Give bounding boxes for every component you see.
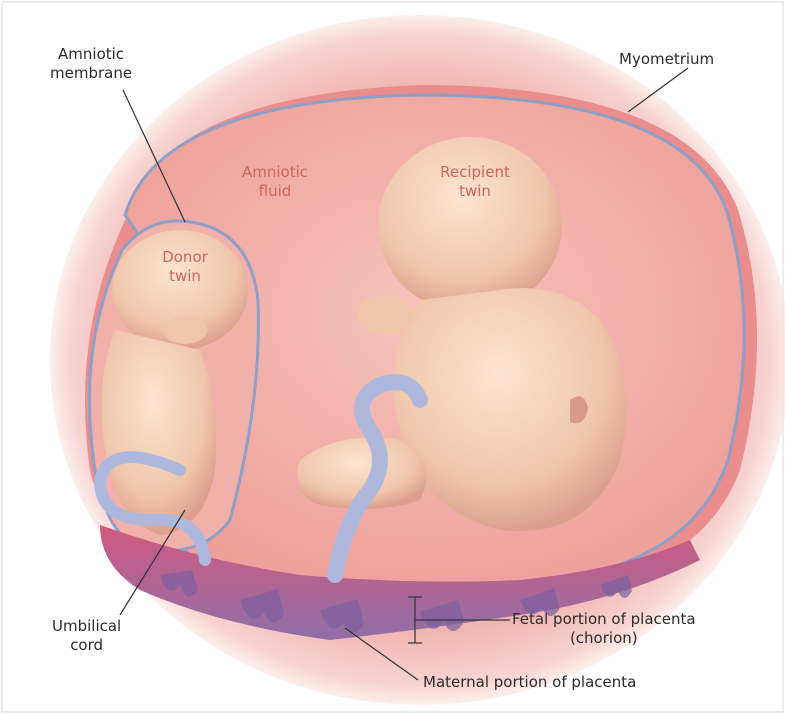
label-amniotic-membrane-line1: Amniotic (50, 45, 132, 64)
label-fetal-placenta-line1: Fetal portion of placenta (512, 610, 696, 629)
label-myometrium-text: Myometrium (619, 50, 714, 69)
label-recipient-twin: Recipient twin (425, 163, 525, 201)
label-amniotic-membrane: Amniotic membrane (50, 45, 132, 83)
label-amniotic-membrane-line2: membrane (50, 64, 132, 83)
label-fetal-placenta-line2: (chorion) (512, 629, 696, 648)
label-maternal-placenta: Maternal portion of placenta (423, 673, 636, 692)
label-recipient-twin-line2: twin (425, 182, 525, 201)
label-amniotic-fluid-line1: Amniotic (230, 163, 320, 182)
label-amniotic-fluid-line2: fluid (230, 182, 320, 201)
label-donor-twin-line2: twin (145, 267, 225, 286)
label-recipient-twin-line1: Recipient (425, 163, 525, 182)
label-donor-twin: Donor twin (145, 248, 225, 286)
label-donor-twin-line1: Donor (145, 248, 225, 267)
label-umbilical-cord: Umbilical cord (52, 617, 121, 655)
label-myometrium: Myometrium (619, 50, 714, 69)
label-umbilical-cord-line2: cord (52, 636, 121, 655)
label-fetal-placenta: Fetal portion of placenta (chorion) (512, 610, 696, 648)
label-maternal-placenta-text: Maternal portion of placenta (423, 673, 636, 692)
label-umbilical-cord-line1: Umbilical (52, 617, 121, 636)
label-amniotic-fluid: Amniotic fluid (230, 163, 320, 201)
